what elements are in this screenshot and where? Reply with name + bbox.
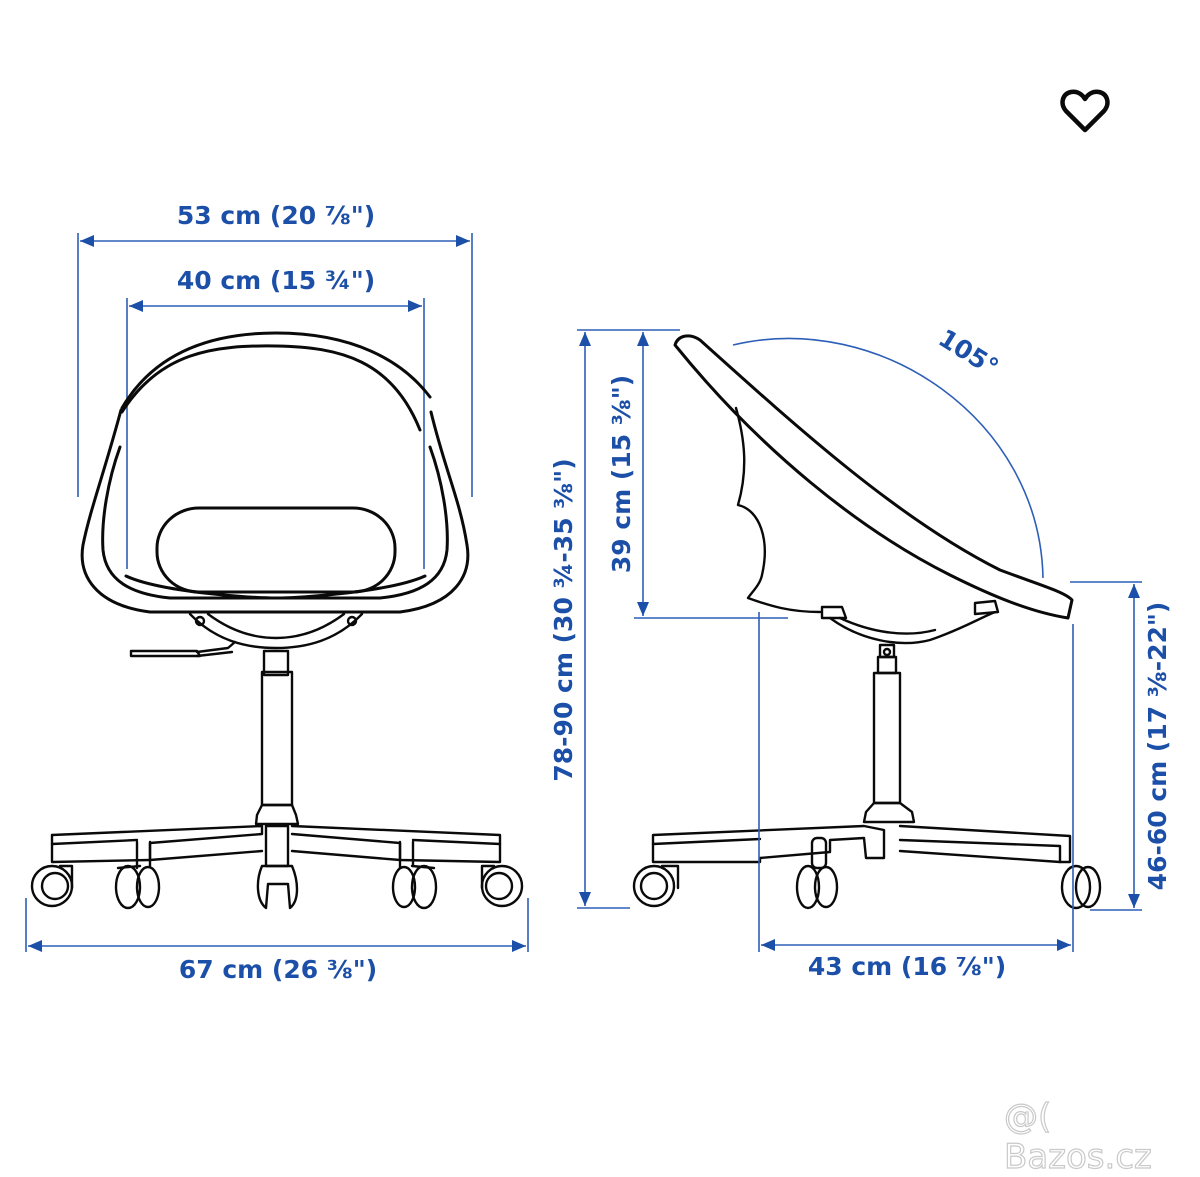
front-star-base [50, 824, 502, 870]
seat-width-dimension: 40 cm (15 ¾") [126, 266, 425, 569]
side-star-base [651, 824, 1072, 870]
seat-width-label: 40 cm (15 ¾") [177, 266, 375, 295]
side-view: 78-90 cm (30 ¾-35 ⅜") 39 cm (15 ⅜") 105° [549, 323, 1172, 981]
front-casters [30, 864, 524, 910]
total-height-label: 78-90 cm (30 ¾-35 ⅜") [549, 458, 578, 781]
front-gas-column [254, 649, 300, 826]
heart-icon [1060, 89, 1110, 133]
side-seat-shell [673, 334, 1074, 659]
front-view: 53 cm (20 ⅞") 40 cm (15 ¾") [25, 201, 529, 984]
base-width-dimension: 67 cm (26 ⅜") [25, 898, 529, 984]
seat-depth-label: 43 cm (16 ⅞") [808, 952, 1006, 981]
backrest-height-label: 39 cm (15 ⅜") [607, 375, 636, 573]
front-seat-shell [80, 331, 470, 658]
total-width-label: 53 cm (20 ⅞") [177, 201, 375, 230]
backrest-height-dimension: 39 cm (15 ⅜") [607, 332, 788, 619]
total-width-dimension: 53 cm (20 ⅞") [77, 201, 473, 497]
side-casters [632, 864, 1102, 910]
backrest-angle-label: 105° [933, 323, 1003, 382]
chair-dimension-diagram: 53 cm (20 ⅞") 40 cm (15 ¾") [25, 201, 1172, 984]
watermark: @( Bazos.cz [1003, 1096, 1152, 1177]
seat-height-label: 46-60 cm (17 ⅜-22") [1143, 602, 1172, 891]
favorite-button[interactable] [1058, 86, 1112, 136]
base-width-label: 67 cm (26 ⅜") [179, 955, 377, 984]
side-gas-column [862, 655, 916, 824]
seat-depth-dimension: 43 cm (16 ⅞") [758, 612, 1074, 981]
seat-height-dimension: 46-60 cm (17 ⅜-22") [1070, 581, 1172, 911]
total-height-dimension: 78-90 cm (30 ¾-35 ⅜") [549, 329, 680, 909]
